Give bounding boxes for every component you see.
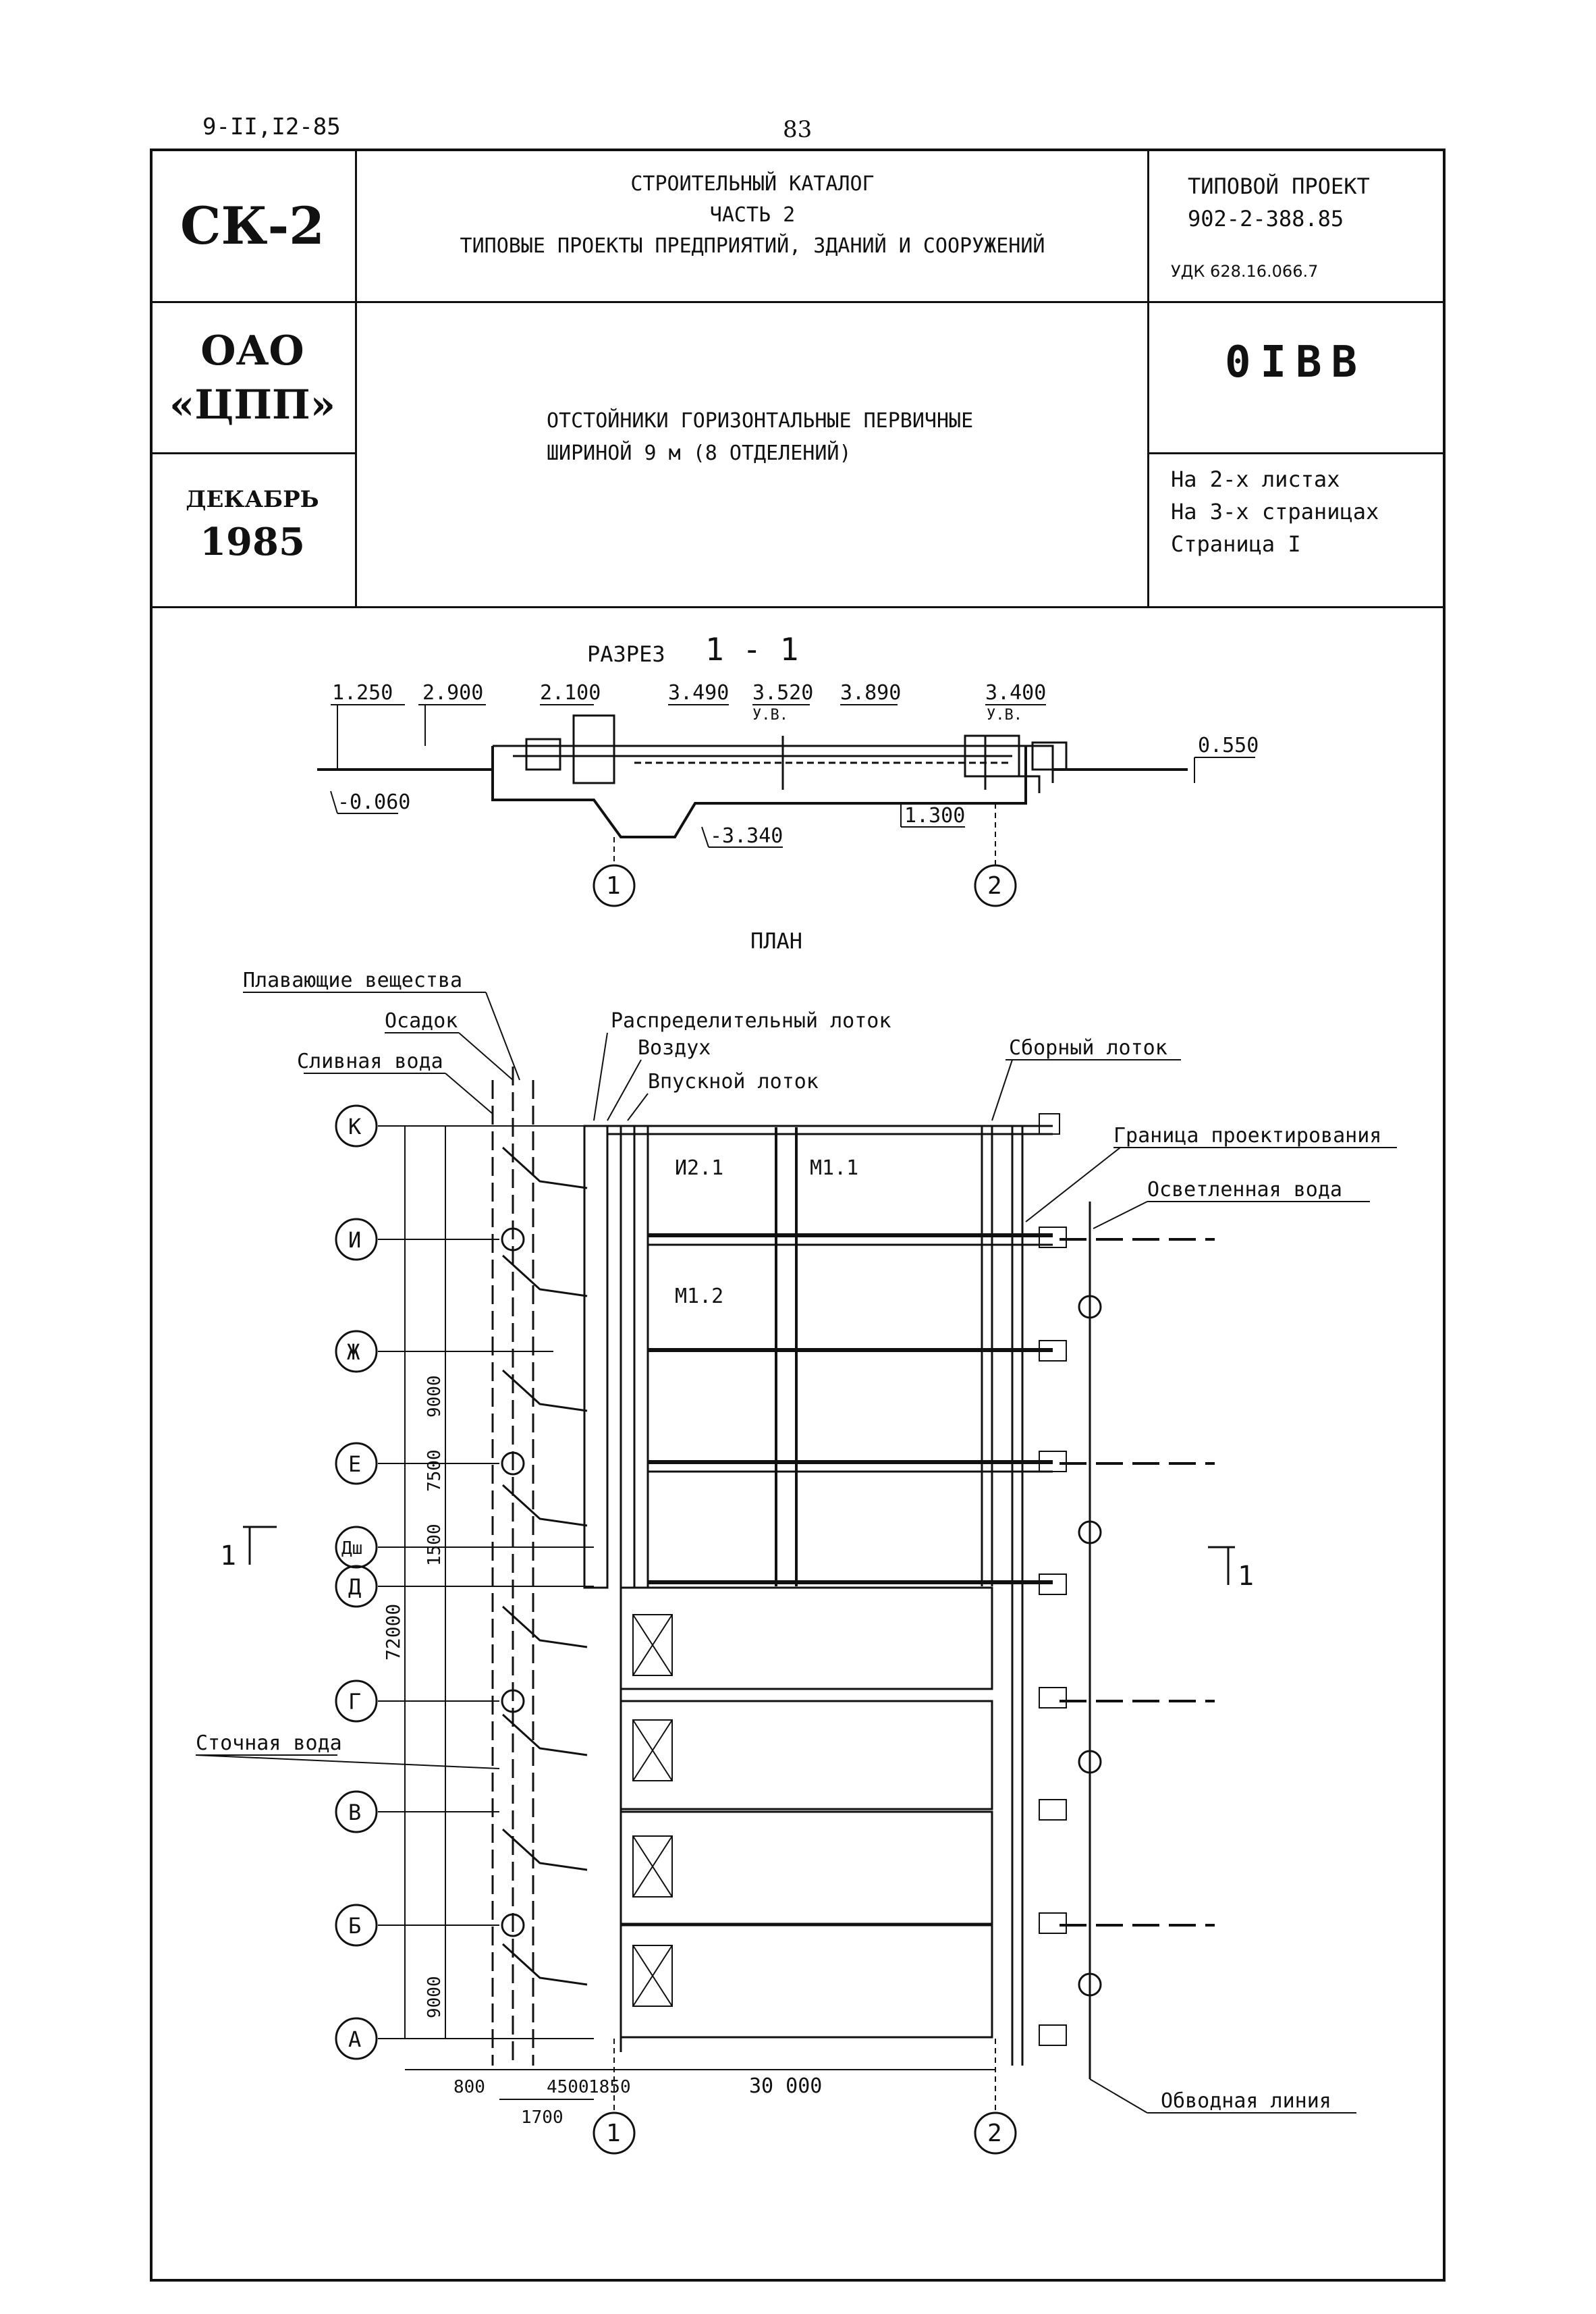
title-grid-line bbox=[150, 606, 1446, 608]
title-line-1: ОТСТОЙНИКИ ГОРИЗОНТАЛЬНЫЕ ПЕРВИЧНЫЕ bbox=[547, 409, 974, 433]
label-design-boundary: Граница проектирования bbox=[1113, 1124, 1381, 1148]
equipment-mark: М1.2 bbox=[675, 1285, 723, 1308]
row-axis-label: Дш bbox=[341, 1538, 362, 1559]
section-cut-label: 1 bbox=[220, 1540, 236, 1571]
label-collection-channel: Сборный лоток bbox=[1009, 1036, 1167, 1060]
col-axis-label: 2 bbox=[987, 2120, 1002, 2147]
elevation-label: 3.890 bbox=[840, 681, 901, 705]
catalog-line-3: ТИПОВЫЕ ПРОЕКТЫ ПРЕДПРИЯТИЙ, ЗДАНИЙ И СО… bbox=[460, 234, 1045, 258]
label-wastewater: Сточная вода bbox=[196, 1731, 342, 1755]
sheet-info: На 2-х листах На 3-х страницах Страница … bbox=[1171, 463, 1379, 560]
sheets-line-1: На 2-х листах bbox=[1171, 466, 1340, 492]
row-axis-label: В bbox=[348, 1800, 361, 1825]
label-air: Воздух bbox=[638, 1036, 711, 1060]
catalog-code: 0IBB bbox=[1224, 338, 1367, 387]
dimension-label: 30 000 bbox=[749, 2074, 822, 2098]
plan-label: ПЛАН bbox=[750, 928, 802, 954]
dimension-label: 800 bbox=[453, 2077, 485, 2097]
org-line-1: ОАО bbox=[200, 327, 304, 375]
label-drain: Сливная вода bbox=[297, 1050, 443, 1073]
date-year: 1985 bbox=[200, 520, 305, 564]
elevation-label: 2.900 bbox=[422, 681, 483, 705]
elevation-label: -0.060 bbox=[337, 790, 410, 814]
elevation-label: -3.340 bbox=[710, 824, 783, 848]
catalog-line-2: ЧАСТЬ 2 bbox=[709, 203, 796, 227]
project-block: ТИПОВОЙ ПРОЕКТ 902-2-388.85 bbox=[1188, 170, 1370, 235]
title-grid-line bbox=[150, 452, 355, 454]
axis-label: 2 bbox=[987, 872, 1002, 900]
elevation-label: 2.100 bbox=[540, 681, 601, 705]
section-label: РАЗРЕЗ bbox=[587, 641, 665, 667]
row-axis-label: И bbox=[348, 1227, 361, 1253]
elevation-label: 1.250 bbox=[332, 681, 393, 705]
row-axis-label: Е bbox=[348, 1451, 361, 1477]
udk-code: УДК 628.16.066.7 bbox=[1171, 262, 1319, 281]
drawing-frame bbox=[150, 149, 1446, 2282]
project-label: ТИПОВОЙ ПРОЕКТ bbox=[1188, 173, 1370, 199]
plan-drawing bbox=[195, 992, 1397, 2114]
title-line-2: ШИРИНОЙ 9 м (8 ОТДЕЛЕНИЙ) bbox=[547, 441, 852, 465]
title-grid-line bbox=[150, 301, 1446, 303]
row-axis-label: К bbox=[348, 1114, 362, 1139]
row-axis-label: Ж bbox=[347, 1339, 360, 1365]
dimension-label: 9000 bbox=[424, 1375, 445, 1418]
row-axis-label: А bbox=[348, 2026, 361, 2052]
series-code: СК-2 bbox=[180, 196, 325, 256]
elevation-label: 1.300 bbox=[904, 804, 965, 828]
elevation-label: 3.400 bbox=[985, 681, 1046, 705]
elevation-label: 3.490 bbox=[668, 681, 729, 705]
water-level-label: У.В. bbox=[987, 707, 1022, 724]
date-month: ДЕКАБРЬ bbox=[186, 486, 319, 513]
row-axis-bubbles bbox=[335, 1104, 1017, 2155]
elevation-label: 3.520 bbox=[752, 681, 813, 705]
title-grid-line bbox=[355, 149, 357, 608]
elevation-label: 0.550 bbox=[1198, 734, 1259, 757]
label-sediment: Осадок bbox=[385, 1009, 458, 1033]
sheets-line-3: Страница I bbox=[1171, 531, 1301, 557]
sheets-line-2: На 3-х страницах bbox=[1171, 499, 1379, 524]
equipment-mark: М1.1 bbox=[810, 1156, 858, 1180]
label-bypass-line: Обводная линия bbox=[1161, 2089, 1331, 2113]
water-level-label: У.В. bbox=[752, 707, 788, 724]
document-title: ОТСТОЙНИКИ ГОРИЗОНТАЛЬНЫЕ ПЕРВИЧНЫЕ ШИРИ… bbox=[547, 405, 973, 470]
organization: ОАО «ЦПП» bbox=[150, 324, 355, 432]
section-drawing bbox=[317, 704, 1255, 907]
document-code: 9-II,I2-85 bbox=[202, 113, 341, 140]
label-inlet-channel: Впускной лоток bbox=[648, 1070, 819, 1094]
dimension-label: 1700 bbox=[521, 2107, 563, 2128]
dimension-label: 4500 bbox=[547, 2077, 589, 2097]
dimension-label: 1850 bbox=[588, 2077, 631, 2097]
dimension-label: 1500 bbox=[424, 1524, 445, 1566]
dimension-label: 7500 bbox=[424, 1449, 445, 1492]
section-cut-label: 1 bbox=[1238, 1561, 1254, 1592]
section-mark: 1 - 1 bbox=[705, 631, 798, 668]
org-line-2: «ЦПП» bbox=[169, 381, 336, 429]
title-grid-line bbox=[1147, 149, 1149, 608]
label-distribution-channel: Распределительный лоток bbox=[611, 1009, 891, 1033]
catalog-heading: СТРОИТЕЛЬНЫЙ КАТАЛОГ ЧАСТЬ 2 ТИПОВЫЕ ПРО… bbox=[358, 169, 1147, 262]
row-axis-label: Б bbox=[348, 1913, 361, 1939]
row-axis-label: Д bbox=[348, 1574, 361, 1600]
axis-label: 1 bbox=[606, 872, 621, 900]
project-number: 902-2-388.85 bbox=[1188, 206, 1344, 232]
label-clarified-water: Осветленная вода bbox=[1147, 1178, 1342, 1202]
label-floating: Плавающие вещества bbox=[243, 969, 462, 992]
equipment-mark: И2.1 bbox=[675, 1156, 723, 1180]
dimension-label: 9000 bbox=[424, 1976, 445, 2018]
title-grid-line bbox=[1147, 452, 1446, 454]
col-axis-label: 1 bbox=[606, 2120, 621, 2147]
dimension-label: 72000 bbox=[382, 1604, 404, 1661]
row-axis-label: Г bbox=[348, 1689, 361, 1715]
page-number: 83 bbox=[783, 116, 813, 143]
catalog-line-1: СТРОИТЕЛЬНЫЙ КАТАЛОГ bbox=[630, 172, 875, 196]
